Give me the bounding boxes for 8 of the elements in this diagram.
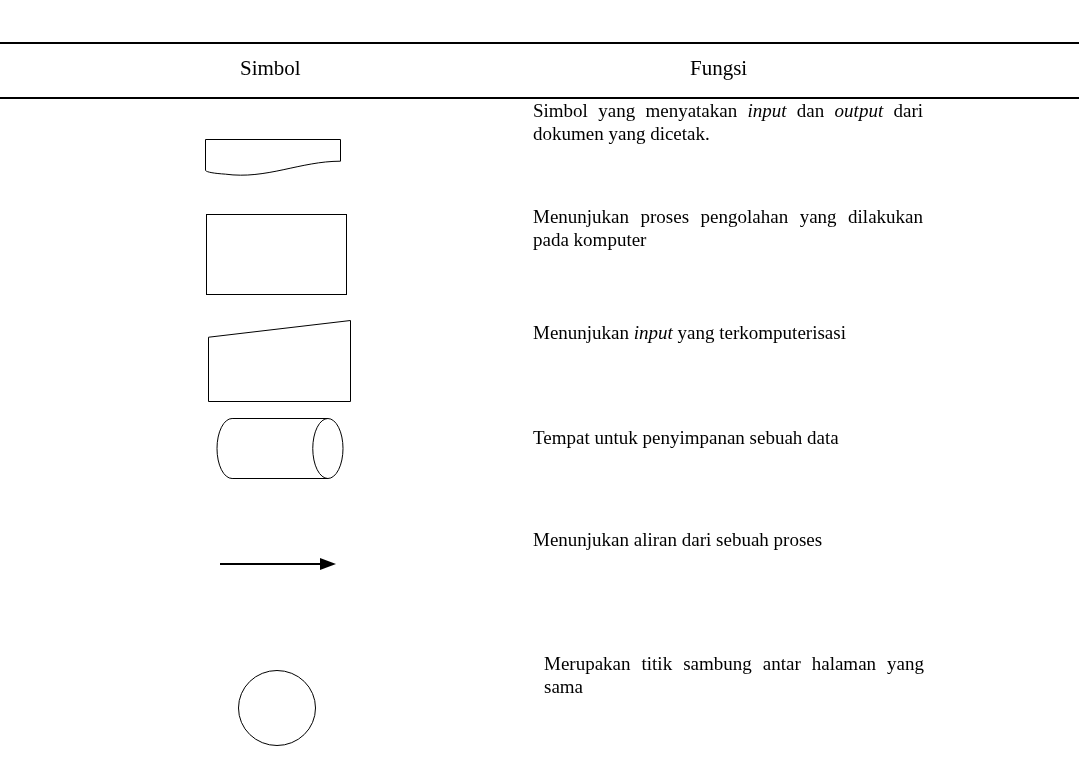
description-text: Menunjukan input yang terkomputerisasi: [533, 321, 847, 344]
description-text: Tempat untuk penyimpanan sebuah data: [533, 426, 840, 449]
column-header: Simbol: [240, 56, 301, 81]
description-text: Menunjukan proses pengolahan yang dilakukan pada komputer: [533, 205, 923, 251]
column-header: Fungsi: [690, 56, 748, 81]
description-text: Simbol yang menyatakan input dan output dari dokumen yang dicetak.: [533, 99, 923, 145]
description-text: Merupakan titik sambung antar halaman yang sama: [544, 652, 924, 698]
description-text: Menunjukan aliran dari sebuah proses: [533, 528, 824, 551]
